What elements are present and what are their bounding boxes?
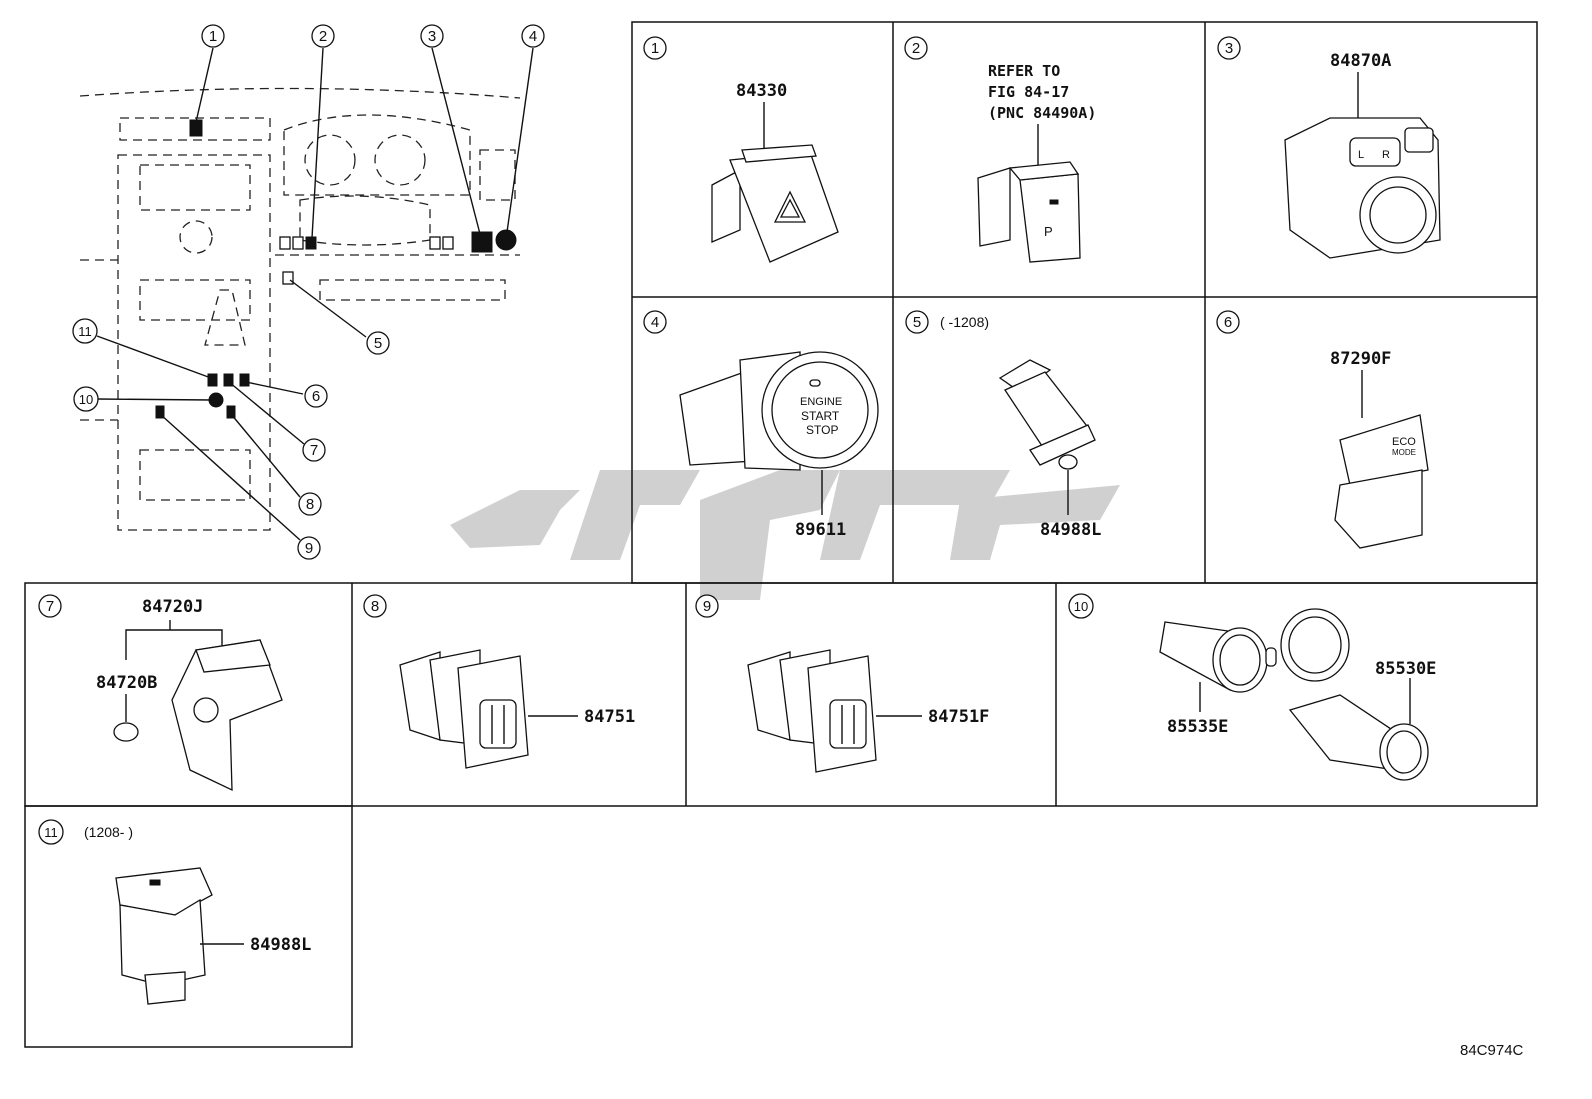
panel-10-power-socket: 10 85535E 85530E <box>1068 593 1436 781</box>
svg-text:2: 2 <box>912 40 920 57</box>
svg-text:(1208- ): (1208- ) <box>84 824 133 840</box>
panel-11-switch: 11 (1208- ) 84988L <box>38 819 311 1005</box>
svg-text:11: 11 <box>78 324 92 339</box>
callout-8: 8 <box>298 492 322 516</box>
svg-text:10: 10 <box>1074 599 1088 614</box>
part-number-84720J: 84720J <box>142 597 203 617</box>
watermark-logo <box>450 470 1120 600</box>
svg-text:(PNC 84490A): (PNC 84490A) <box>988 104 1096 122</box>
callout-5: 5 <box>366 331 390 355</box>
part-number-84751F: 84751F <box>928 707 989 727</box>
callout-1: 1 <box>201 24 225 48</box>
svg-text:4: 4 <box>651 314 659 331</box>
panel-7-switch-assembly: 7 84720J 84720B <box>38 594 283 792</box>
panel-2-park-switch: 2 REFER TO FIG 84-17 (PNC 84490A) P <box>904 36 1096 263</box>
svg-text:7: 7 <box>46 598 54 615</box>
svg-text:8: 8 <box>306 496 314 513</box>
svg-text:MODE: MODE <box>1392 448 1416 457</box>
part-number-84330: 84330 <box>736 81 787 101</box>
svg-text:9: 9 <box>703 598 711 615</box>
svg-text:3: 3 <box>428 28 436 45</box>
part-number-84870A: 84870A <box>1330 51 1391 71</box>
panel-grid <box>24 21 1538 1048</box>
callout-3: 3 <box>420 24 444 48</box>
callout-10: 10 <box>73 386 99 412</box>
dashboard-overview <box>79 87 521 531</box>
svg-text:R: R <box>1382 149 1390 161</box>
svg-text:9: 9 <box>305 540 313 557</box>
callout-2: 2 <box>311 24 335 48</box>
svg-text:5: 5 <box>374 335 382 352</box>
svg-text:7: 7 <box>310 442 318 459</box>
svg-text:6: 6 <box>1224 314 1232 331</box>
overview-markers <box>155 119 517 419</box>
svg-text:4: 4 <box>529 28 537 45</box>
panel-3-mirror-switch: 3 84870A L R <box>1217 36 1441 259</box>
callout-4: 4 <box>521 24 545 48</box>
svg-text:5: 5 <box>913 314 921 331</box>
callout-7: 7 <box>302 438 326 462</box>
diagram-id: 84C974C <box>1460 1042 1524 1059</box>
svg-text:3: 3 <box>1225 40 1233 57</box>
svg-text:ENGINE: ENGINE <box>800 396 842 408</box>
svg-text:1: 1 <box>651 40 659 57</box>
svg-text:ECO: ECO <box>1392 436 1416 448</box>
svg-text:( -1208): ( -1208) <box>940 314 989 330</box>
part-number-84988L: 84988L <box>1040 520 1101 540</box>
svg-text:P: P <box>1044 224 1053 239</box>
panel-1-hazard-switch: 1 84330 <box>643 36 839 263</box>
svg-text:START: START <box>801 409 840 423</box>
svg-text:8: 8 <box>371 598 379 615</box>
part-number-85535E: 85535E <box>1167 717 1228 737</box>
svg-text:FIG 84-17: FIG 84-17 <box>988 83 1069 101</box>
panel-6-eco-switch: 6 87290F ECO MODE <box>1216 310 1429 549</box>
svg-text:REFER TO: REFER TO <box>988 62 1060 80</box>
svg-text:STOP: STOP <box>806 423 838 437</box>
svg-text:1: 1 <box>209 28 217 45</box>
panel-5-switch: 5 ( -1208) 84988L <box>905 310 1101 540</box>
part-number-84751: 84751 <box>584 707 635 727</box>
callout-9: 9 <box>297 536 321 560</box>
callout-11: 11 <box>72 318 98 344</box>
callout-6: 6 <box>304 384 328 408</box>
part-number-84720B: 84720B <box>96 673 157 693</box>
panel-9-seat-heater-switch: 9 84751F <box>695 594 989 773</box>
svg-text:L: L <box>1358 149 1364 161</box>
part-number-84988L-b: 84988L <box>250 935 311 955</box>
callout-leaders <box>96 47 534 541</box>
svg-text:10: 10 <box>79 392 93 407</box>
panel-4-start-button: 4 ENGINE START STOP 89611 <box>643 310 879 540</box>
engine-start-button <box>771 361 869 459</box>
svg-text:2: 2 <box>319 28 327 45</box>
part-number-85530E: 85530E <box>1375 659 1436 679</box>
part-number-87290F: 87290F <box>1330 349 1391 369</box>
part-number-89611: 89611 <box>795 520 846 540</box>
panel-8-seat-heater-switch: 8 84751 <box>363 594 635 769</box>
svg-text:11: 11 <box>44 825 58 840</box>
svg-text:6: 6 <box>312 388 320 405</box>
